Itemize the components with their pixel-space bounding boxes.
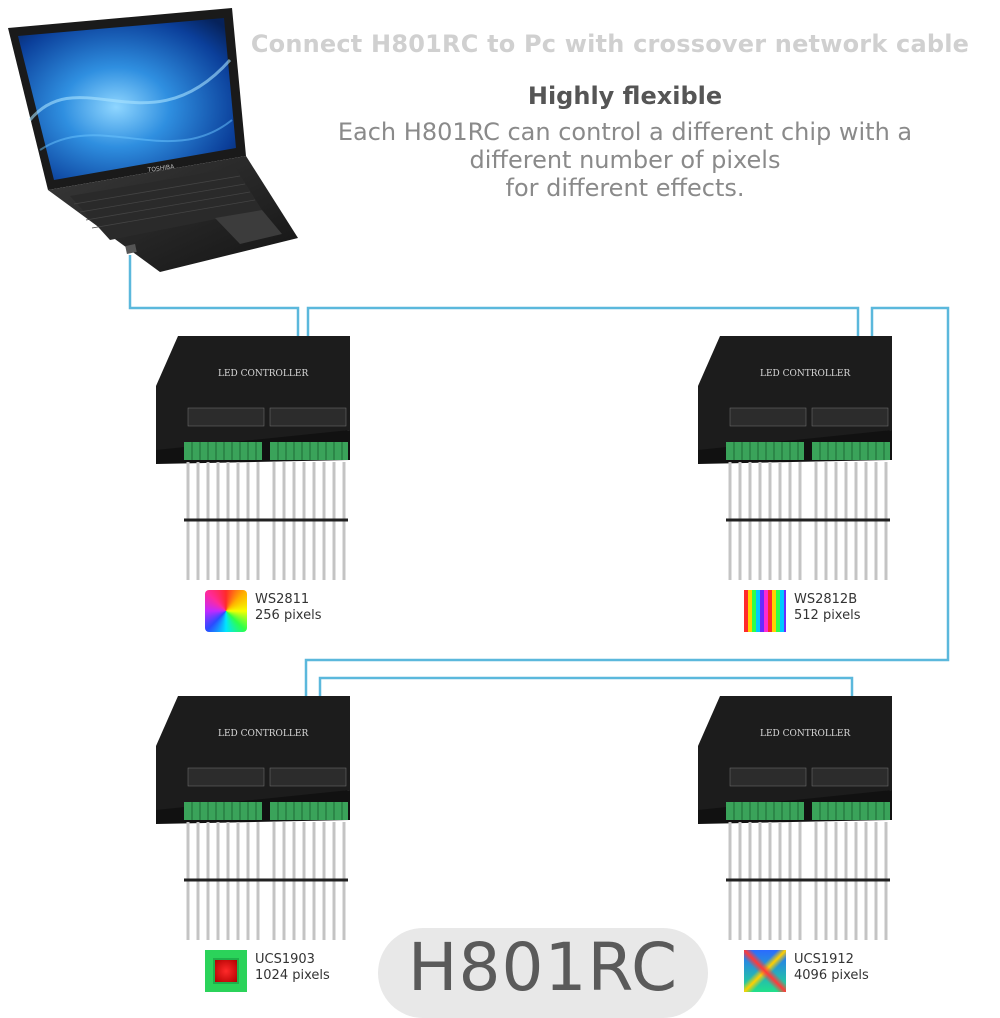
chip-pixel-count: 512 pixels bbox=[794, 608, 861, 623]
rainbow-stripes-icon bbox=[744, 590, 786, 632]
led-controller-1: LED CONTROLLER bbox=[150, 332, 350, 582]
description-line: Each H801RC can control a different chip… bbox=[337, 118, 913, 146]
cable-controller-3-to-controller-4 bbox=[318, 676, 854, 698]
chip-pixel-count: 256 pixels bbox=[255, 608, 322, 623]
chip-legend-ws2811: WS2811 256 pixels bbox=[205, 588, 365, 634]
controller-label: LED CONTROLLER bbox=[760, 729, 850, 739]
chip-legend-ws2812b: WS2812B 512 pixels bbox=[744, 588, 904, 634]
feature-title: Highly flexible bbox=[527, 82, 723, 110]
controller-label: LED CONTROLLER bbox=[760, 369, 850, 379]
red-green-square-icon bbox=[205, 950, 247, 992]
chip-name: WS2811 bbox=[255, 592, 310, 607]
cable-controller-2-to-controller-3 bbox=[304, 306, 950, 698]
controller-body: LED CONTROLLER bbox=[698, 336, 892, 580]
description-line: different number of pixels bbox=[469, 146, 781, 174]
laptop-illustration: TOSHIBA bbox=[8, 8, 298, 272]
rainbow-swirl-icon bbox=[205, 590, 247, 632]
product-name: H801RC bbox=[407, 929, 679, 1006]
cable-laptop-to-controller-1 bbox=[128, 255, 300, 338]
controller-body: LED CONTROLLER bbox=[156, 336, 350, 580]
chip-pixel-count: 1024 pixels bbox=[255, 968, 330, 983]
controller-body: LED CONTROLLER bbox=[698, 696, 892, 940]
chip-legend-ucs1903: UCS1903 1024 pixels bbox=[205, 948, 365, 994]
description-line: for different effects. bbox=[505, 174, 745, 202]
chip-name: UCS1912 bbox=[794, 952, 854, 967]
controller-body: LED CONTROLLER bbox=[156, 696, 350, 940]
chip-name: WS2812B bbox=[794, 592, 858, 607]
led-controller-2: LED CONTROLLER bbox=[692, 332, 892, 582]
product-name-badge: H801RC bbox=[378, 928, 708, 1018]
connection-note: Connect H801RC to Pc with crossover netw… bbox=[250, 30, 970, 58]
chip-legend-ucs1912: UCS1912 4096 pixels bbox=[744, 948, 904, 994]
controller-label: LED CONTROLLER bbox=[218, 369, 308, 379]
chip-pixel-count: 4096 pixels bbox=[794, 968, 869, 983]
controller-label: LED CONTROLLER bbox=[218, 729, 308, 739]
color-x-gradient-icon bbox=[744, 950, 786, 992]
laptop-brand: TOSHIBA bbox=[146, 163, 175, 174]
cable-controller-1-to-controller-2 bbox=[306, 306, 860, 338]
led-controller-4: LED CONTROLLER bbox=[692, 692, 892, 942]
feature-description: Each H801RC can control a different chip… bbox=[300, 118, 950, 202]
chip-name: UCS1903 bbox=[255, 952, 315, 967]
led-controller-3: LED CONTROLLER bbox=[150, 692, 350, 942]
